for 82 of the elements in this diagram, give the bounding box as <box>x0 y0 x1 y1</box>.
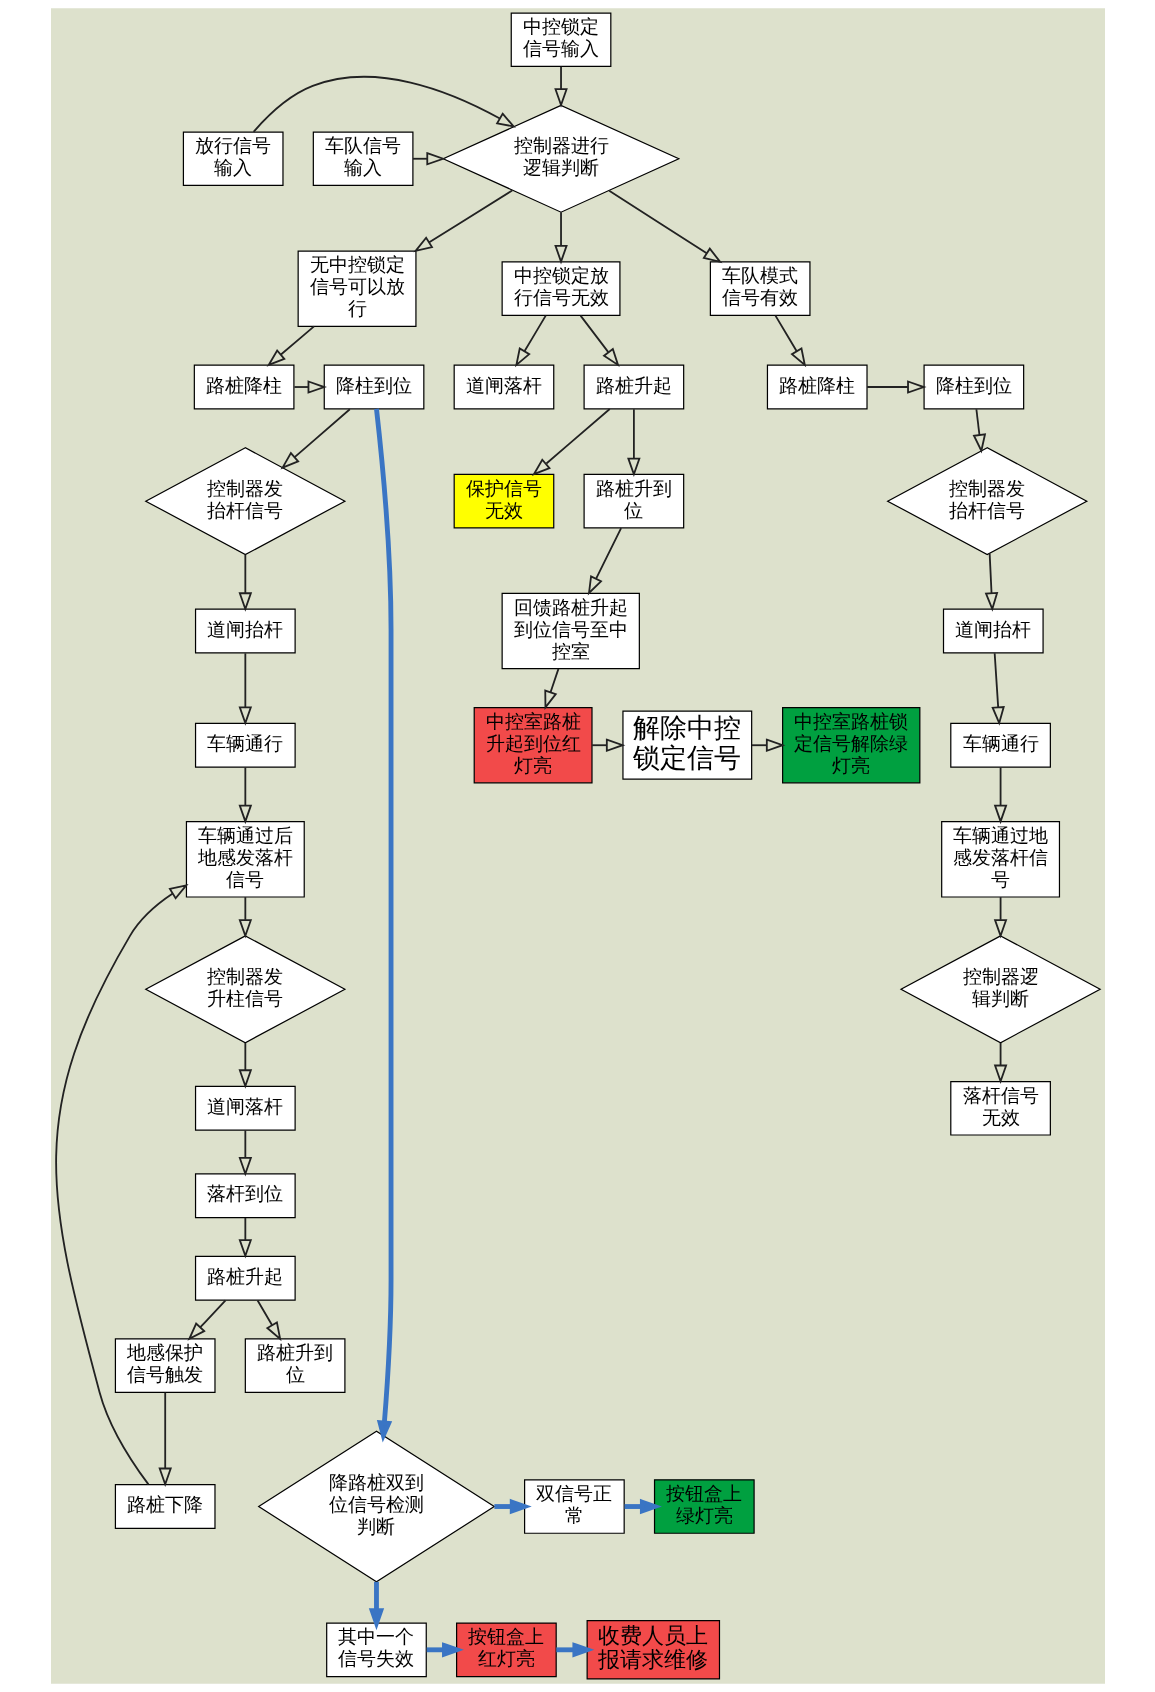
arrow <box>280 408 351 470</box>
node-box: 道闸抬杆 <box>194 608 296 654</box>
node-box: 车队信号输入 <box>312 131 413 187</box>
node-box: 落杆到位 <box>194 1173 296 1219</box>
arrow <box>238 1129 252 1177</box>
arrow <box>514 314 547 368</box>
node-box: 收费人员上报请求维修 <box>586 1620 720 1680</box>
arrow <box>238 1217 252 1259</box>
node-box: 路桩升到位 <box>583 473 684 529</box>
arrow <box>553 211 568 265</box>
node-box: 双信号正常 <box>523 1479 625 1534</box>
node-box: 路桩降柱 <box>766 364 868 410</box>
arrow <box>626 408 641 478</box>
arrow <box>750 738 785 753</box>
node-box: 降柱到位 <box>922 364 1024 410</box>
node-box: 路桩降柱 <box>193 364 294 410</box>
arrow <box>412 189 513 253</box>
node-box: 其中一个信号失效 <box>325 1622 427 1678</box>
arrow <box>54 883 189 1486</box>
arrow <box>972 408 986 454</box>
arrow <box>553 65 568 108</box>
arrow <box>555 1642 594 1658</box>
node-diamond: 控制器发抬杆信号 <box>885 447 1088 556</box>
node-box: 路桩升起 <box>194 1255 296 1301</box>
arrow <box>543 667 559 710</box>
arrow <box>292 380 327 394</box>
arrow <box>238 1042 252 1089</box>
node-diamond: 控制器发升柱信号 <box>144 935 346 1044</box>
node-box: 中控室路桩升起到位红灯亮 <box>473 706 593 784</box>
node-box: 落杆信号无效 <box>949 1080 1051 1136</box>
arrow <box>238 652 252 726</box>
arrow <box>587 527 622 596</box>
node-box: 回馈路桩升起到位信号至中控室 <box>501 592 640 670</box>
arrow <box>157 1391 172 1488</box>
node-box: 车辆通过地感发落杆信号 <box>940 821 1060 898</box>
node-box: 路桩升到位 <box>244 1338 345 1393</box>
node-box: 中控室路桩锁定信号解除绿灯亮 <box>781 706 920 784</box>
node-box: 车辆通行 <box>949 722 1051 768</box>
node-box: 路桩升起 <box>583 364 684 410</box>
arrow <box>252 75 516 133</box>
arrow <box>266 325 315 367</box>
node-box: 车队模式信号有效 <box>709 261 811 316</box>
node-box: 中控锁定放行信号无效 <box>501 261 621 316</box>
node-box: 路桩下降 <box>114 1484 216 1529</box>
arrow <box>256 1299 281 1342</box>
node-box: 道闸落杆 <box>194 1085 296 1131</box>
arrow <box>579 314 620 368</box>
arrow <box>411 151 446 166</box>
node-diamond: 控制器进行逻辑判断 <box>441 104 680 213</box>
node-box: 解除中控锁定信号 <box>621 710 752 780</box>
arrow <box>493 1498 532 1515</box>
node-diamond: 控制器发抬杆信号 <box>144 447 346 556</box>
arrow <box>865 380 927 394</box>
node-box: 按钮盒上红灯亮 <box>455 1622 557 1678</box>
arrow <box>990 652 1005 726</box>
node-box: 无中控锁定信号可以放行 <box>297 250 417 327</box>
arrow <box>774 314 806 368</box>
node-box: 道闸落杆 <box>453 364 554 410</box>
arrow <box>373 408 393 1443</box>
node-box: 放行信号输入 <box>182 131 284 187</box>
arrow <box>993 1042 1007 1085</box>
node-box: 按钮盒上绿灯亮 <box>653 1479 755 1534</box>
arrow <box>993 896 1007 939</box>
arrow <box>607 189 722 264</box>
node-box: 降柱到位 <box>323 364 424 410</box>
arrow <box>590 738 625 753</box>
node-box: 车辆通过后地感发落杆信号 <box>185 821 305 898</box>
node-diamond: 降路桩双到位信号检测判断 <box>257 1430 495 1583</box>
arrow <box>186 1299 226 1341</box>
arrow <box>368 1581 384 1631</box>
node-box: 地感保护信号触发 <box>114 1338 216 1393</box>
arrow <box>238 553 252 612</box>
arrow <box>238 896 252 939</box>
arrow <box>993 766 1007 825</box>
node-box: 车辆通行 <box>194 722 296 768</box>
node-box: 保护信号无效 <box>453 473 554 529</box>
node-diamond: 控制器逻辑判断 <box>899 935 1101 1044</box>
arrow <box>238 766 252 825</box>
node-box: 道闸抬杆 <box>942 608 1044 654</box>
node-box: 中控锁定信号输入 <box>510 12 611 68</box>
arrow <box>984 552 998 612</box>
arrow <box>531 408 611 476</box>
